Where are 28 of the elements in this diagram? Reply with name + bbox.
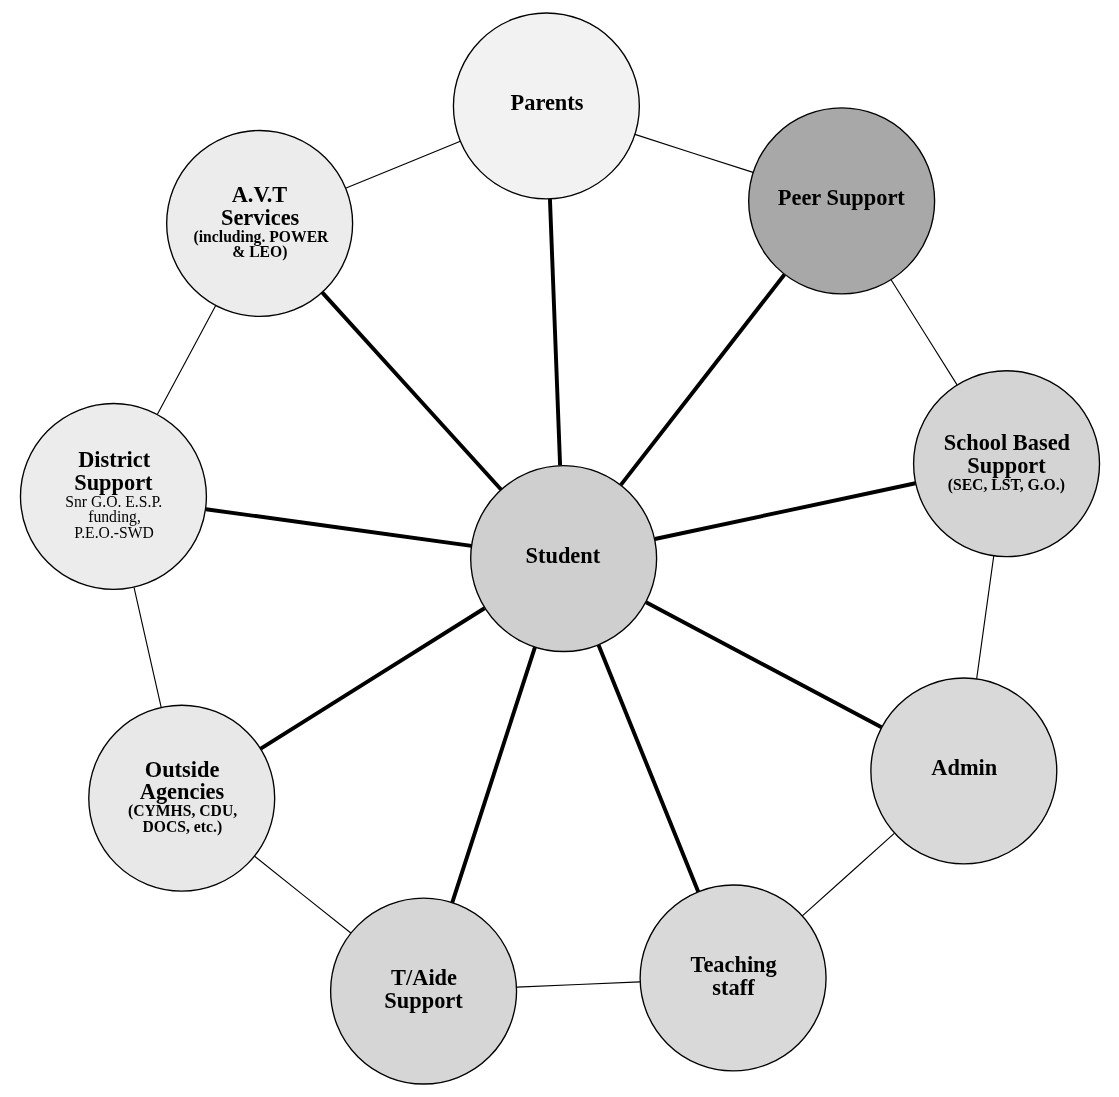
node-circle: T/Aide Support bbox=[329, 897, 517, 1085]
connector bbox=[801, 832, 895, 917]
node-circle: School Based Support (SEC, LST, G.O.) bbox=[912, 370, 1100, 558]
node-circle: Outside Agencies (CYMHS, CDU, DOCS, etc.) bbox=[87, 704, 275, 892]
connector bbox=[253, 855, 351, 934]
connector bbox=[345, 140, 461, 189]
node-circle: Admin bbox=[869, 677, 1057, 865]
connector bbox=[515, 981, 641, 988]
node-circle: A.V.T Services (including. POWER & LEO) bbox=[165, 129, 353, 318]
connector bbox=[618, 273, 786, 487]
node-circle: Teaching staff bbox=[638, 884, 827, 1072]
connector bbox=[320, 291, 502, 491]
connector bbox=[633, 133, 754, 173]
node-circle: District Support Snr G.O. E.S.P. funding, P.E.O.-SWD bbox=[19, 402, 207, 591]
connector bbox=[132, 586, 162, 708]
connector bbox=[449, 646, 537, 904]
node-circle: Peer Support bbox=[747, 107, 935, 295]
connector bbox=[156, 305, 216, 415]
connector bbox=[975, 555, 994, 680]
node-circle: Parents bbox=[452, 12, 640, 200]
connector bbox=[596, 644, 700, 893]
connector bbox=[547, 198, 562, 466]
connector bbox=[259, 606, 486, 751]
node-circle: Student bbox=[469, 464, 657, 653]
connector bbox=[890, 279, 958, 386]
connector bbox=[653, 481, 916, 541]
connector bbox=[644, 600, 882, 729]
connector bbox=[205, 507, 472, 548]
